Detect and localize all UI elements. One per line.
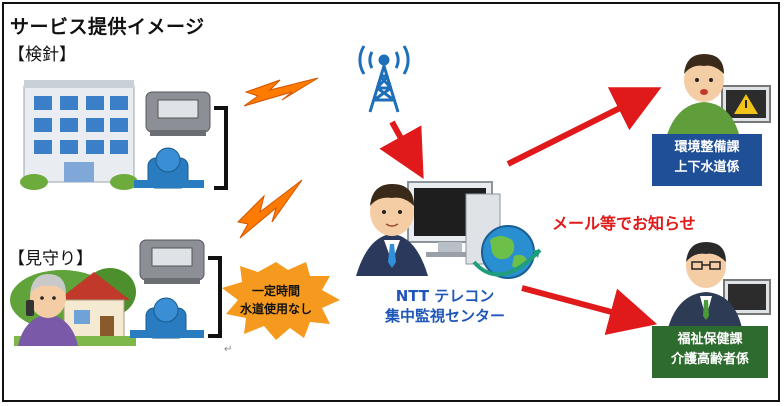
radio-tower-icon [358,45,410,113]
monitor-icon [723,279,771,315]
dept-water-line-2: 上下水道係 [674,160,740,175]
office-building-icon [20,80,138,190]
water-meter-icon [134,147,204,189]
lightning-icon [243,77,319,107]
dept-welfare-line-2: 介護高齢者係 [670,352,749,367]
center-line-2: 集中監視センター [384,307,505,325]
operator-person-icon [356,184,428,276]
lightning-icon [236,179,303,239]
center-line-1: NTT テレコン [395,287,495,305]
meter-reading-label: 【検針】 [8,45,76,65]
staff-person-glasses-icon [668,242,742,328]
dept-box-welfare: 福祉保健課 介護高齢者係 [652,326,768,378]
water-meter-icon [130,297,204,339]
burst-line-2: 水道使用なし [239,302,312,316]
dept-water-line-1: 環境整備課 [674,140,740,155]
alert-burst-shape [222,262,340,340]
monitoring-label: 【見守り】 [8,249,93,269]
dept-welfare-line-1: 福祉保健課 [677,332,743,347]
globe-icon [472,225,542,279]
email-notice-label: メール等でお知らせ [552,214,696,233]
burst-line-1: 一定時間 [251,284,300,298]
dept-box-water: 環境整備課 上下水道係 [652,134,762,186]
alert-burst-text: 一定時間 水道使用なし [216,282,336,318]
monitoring-center-label: NTT テレコン 集中監視センター [360,286,530,326]
house-icon [10,268,136,346]
elderly-person-icon [18,274,78,346]
staff-person-icon [666,54,740,138]
page-title: サービス提供イメージ [10,16,205,38]
gas-meter-icon [139,239,205,284]
svg-text:↵: ↵ [224,344,232,355]
gas-meter-icon [145,91,211,136]
